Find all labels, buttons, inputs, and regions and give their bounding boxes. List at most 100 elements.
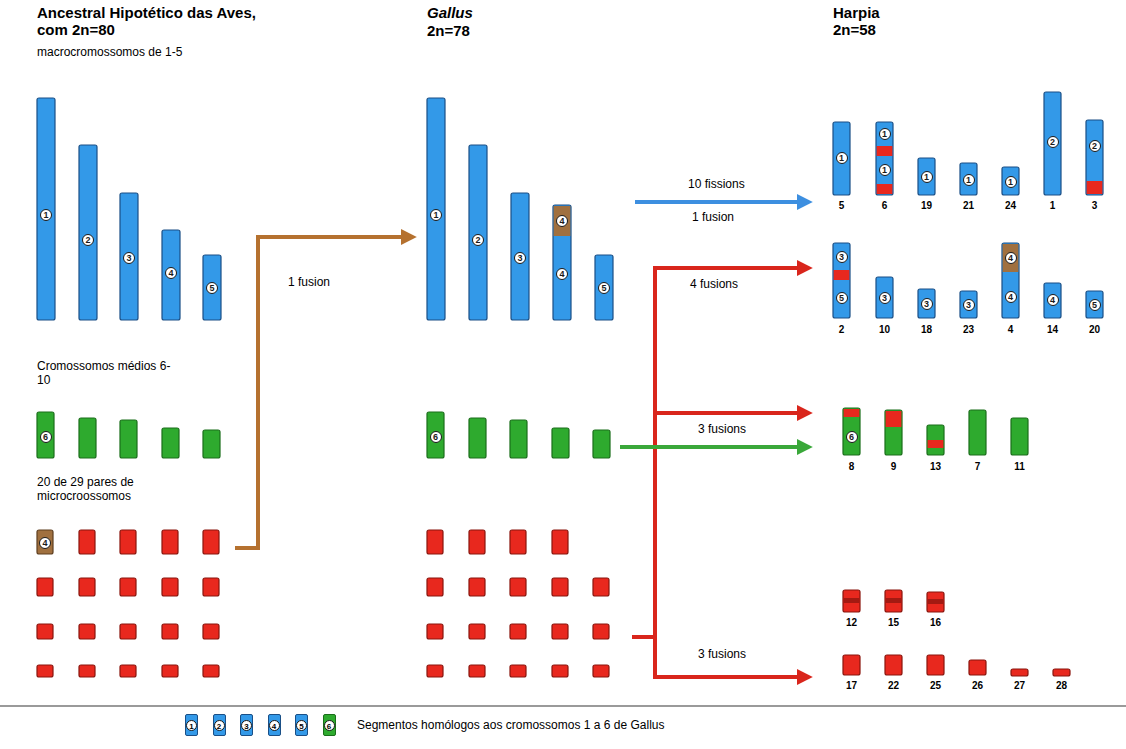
chromosome-bar xyxy=(120,420,137,458)
arrow-label: 10 fissions xyxy=(688,178,745,192)
chromosome-bar xyxy=(120,624,136,639)
chromosome-number: 4 xyxy=(1008,324,1014,336)
chromosome-number: 21 xyxy=(963,200,974,212)
chromosome-number: 27 xyxy=(1014,680,1025,692)
arrow-label: 4 fusions xyxy=(690,278,738,292)
segment-number: 3 xyxy=(966,300,971,310)
chromosome-number: 7 xyxy=(975,461,981,473)
arrow-line xyxy=(655,266,800,270)
segment-circle: 2 xyxy=(1047,136,1059,148)
arrow-line xyxy=(655,675,800,679)
segment-number: 4 xyxy=(168,268,173,278)
arrow-line xyxy=(620,445,800,449)
chromosome-bar xyxy=(37,530,53,554)
heading-label: Gallus xyxy=(427,4,473,21)
arrow-label: 1 fusion xyxy=(692,211,734,225)
segment-circle: 4 xyxy=(1047,294,1059,306)
segment-number: 5 xyxy=(601,283,606,293)
chromosome-bar xyxy=(918,289,935,318)
segment-number: 1 xyxy=(839,153,844,163)
segment-number: 3 xyxy=(126,253,131,263)
segment-circle: 6 xyxy=(430,431,442,443)
chromosome-bar xyxy=(203,578,219,596)
chromosome-bar xyxy=(120,665,136,677)
chromosome-bar xyxy=(969,410,986,455)
chromosome-number: 23 xyxy=(963,324,974,336)
chromosome-number: 20 xyxy=(1089,324,1100,336)
chromosome-number: 12 xyxy=(846,617,857,629)
chromosome-bar xyxy=(79,624,95,639)
segment-circle: 5 xyxy=(1089,299,1101,311)
chromosome-number: 22 xyxy=(888,680,899,692)
arrow-line xyxy=(655,411,800,415)
segment-number: 6 xyxy=(43,432,48,442)
segment-circle: 4 xyxy=(1005,291,1017,303)
chromosome-number: 24 xyxy=(1005,200,1016,212)
chromosome-number: 18 xyxy=(921,324,932,336)
chromosome-number: 3 xyxy=(1092,200,1098,212)
chromosome-band xyxy=(886,411,902,427)
chromosome-bar xyxy=(510,578,526,596)
chromosome-bar xyxy=(1086,120,1103,195)
heading-label: Harpia 2n=58 xyxy=(833,4,903,39)
chromosome-band xyxy=(844,598,860,603)
segment-circle: 1 xyxy=(40,209,52,221)
chromosome-bar xyxy=(120,193,138,320)
heading-label: macrocromossomos de 1-5 xyxy=(37,46,182,60)
chromosome-bar xyxy=(552,578,568,596)
segment-circle: 2 xyxy=(1089,140,1101,152)
segment-number: 4 xyxy=(42,538,47,548)
chromosome-bar xyxy=(593,624,609,639)
chromosome-bar xyxy=(876,277,893,318)
chromosome-bar xyxy=(1002,167,1019,195)
chromosome-bar xyxy=(833,243,850,318)
chromosome-bar xyxy=(843,590,860,612)
segment-circle: 6 xyxy=(40,431,52,443)
chromosome-bar xyxy=(843,655,860,675)
chromosome-bar xyxy=(79,418,96,458)
chromosome-bar xyxy=(510,530,526,554)
chromosome-bar xyxy=(510,665,526,677)
segment-circle: 5 xyxy=(206,282,218,294)
chromosome-number: 13 xyxy=(930,461,941,473)
chromosome-band xyxy=(877,184,893,194)
chromosome-bar xyxy=(37,578,53,596)
chromosome-bar xyxy=(203,665,219,677)
chromosome-number: 25 xyxy=(930,680,941,692)
legend-number: 6 xyxy=(324,720,335,731)
legend-swatch: 6 xyxy=(323,714,336,736)
segment-number: 2 xyxy=(1050,137,1055,147)
segment-number: 5 xyxy=(1092,300,1097,310)
chromosome-bar xyxy=(162,230,180,320)
segment-circle: 1 xyxy=(1005,176,1017,188)
chromosome-bar xyxy=(1086,291,1103,318)
chromosome-bar xyxy=(79,578,95,596)
chromosome-bar xyxy=(593,578,609,596)
segment-circle: 3 xyxy=(514,252,526,264)
chromosome-bar xyxy=(510,624,526,639)
segment-circle: 2 xyxy=(82,234,94,246)
chromosome-bar xyxy=(1053,669,1070,676)
segment-circle: 3 xyxy=(963,299,975,311)
chromosome-bar xyxy=(969,660,986,675)
arrow-label: 3 fusions xyxy=(698,423,746,437)
arrow-label: 1 fusion xyxy=(288,276,330,290)
chromosome-bar xyxy=(203,530,219,554)
chromosome-band xyxy=(1003,244,1019,272)
chromosome-bar xyxy=(927,592,944,612)
segment-number: 2 xyxy=(475,235,480,245)
chromosome-bar xyxy=(960,163,977,195)
segment-circle: 3 xyxy=(123,252,135,264)
heading-label: 2n=78 xyxy=(427,22,470,39)
chromosome-number: 15 xyxy=(888,617,899,629)
chromosome-bar xyxy=(1002,243,1019,318)
chromosome-bar xyxy=(469,145,487,320)
chromosome-bar xyxy=(37,412,54,458)
segment-number: 3 xyxy=(839,252,844,262)
legend-swatch: 4 xyxy=(268,714,281,736)
legend-number: 4 xyxy=(269,720,280,731)
segment-number: 4 xyxy=(1008,292,1013,302)
chromosome-band xyxy=(554,206,571,236)
chromosome-bar xyxy=(595,255,613,320)
